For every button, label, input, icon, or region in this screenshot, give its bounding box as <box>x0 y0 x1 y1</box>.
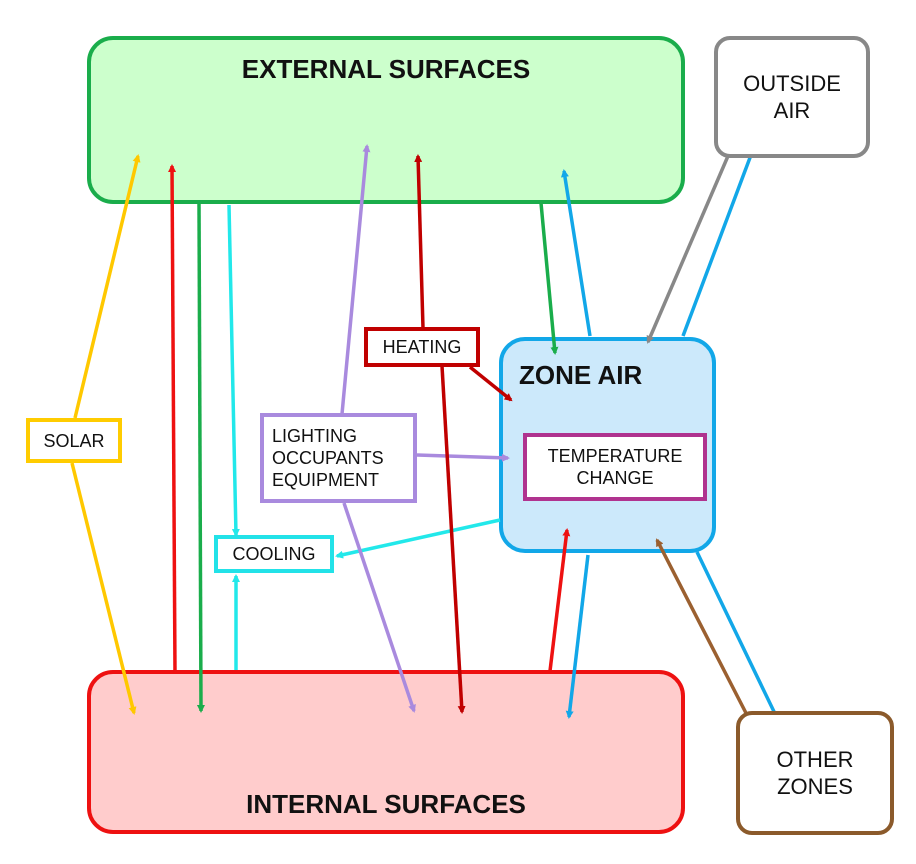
internal-surfaces-box: INTERNAL SURFACES <box>87 670 685 834</box>
lighting-occupants-equipment-box: LIGHTING OCCUPANTS EQUIPMENT <box>260 413 417 503</box>
heating-to-internal-arrow <box>440 365 466 714</box>
solar-box: SOLAR <box>26 418 122 463</box>
internal-to-zone-red-arrow <box>548 528 571 672</box>
internal-to-external-red-arrow <box>168 164 177 674</box>
external-surfaces-label: EXTERNAL SURFACES <box>241 54 531 84</box>
external-to-internal-green-arrow <box>196 202 205 713</box>
zone-to-external-blue-arrow <box>560 169 592 337</box>
zone-to-internal-blue-arrow <box>565 554 590 719</box>
external-surfaces-box: EXTERNAL SURFACES <box>87 36 685 204</box>
temperature-change-box: TEMPERATURE CHANGE <box>523 433 707 501</box>
lighting-to-zone-arrow <box>416 453 510 462</box>
zone-to-cooling-arrow <box>335 518 501 559</box>
lighting-to-internal-arrow <box>342 502 416 713</box>
other-zones-to-zone-arrow <box>655 538 749 716</box>
solar-to-internal-arrow <box>70 462 137 715</box>
outside-air-box: OUTSIDE AIR <box>714 36 870 158</box>
outside-to-zone-arrow <box>646 155 730 344</box>
heating-to-external-arrow <box>414 154 425 329</box>
cooling-box: COOLING <box>214 535 334 573</box>
heating-box: HEATING <box>364 327 480 367</box>
internal-surfaces-label: INTERNAL SURFACES <box>246 789 526 819</box>
other-zones-box: OTHER ZONES <box>736 711 894 835</box>
zone-air-label: ZONE AIR <box>519 360 643 390</box>
solar-to-external-arrow <box>73 154 141 419</box>
zone-to-other-zones-arrow <box>695 551 781 724</box>
heating-to-zone-arrow <box>468 365 513 402</box>
external-to-zone-green-arrow <box>539 202 559 355</box>
external-to-cooling-arrow <box>227 204 240 537</box>
zone-to-outside-arrow <box>681 137 759 337</box>
lighting-to-external-arrow <box>340 144 371 415</box>
